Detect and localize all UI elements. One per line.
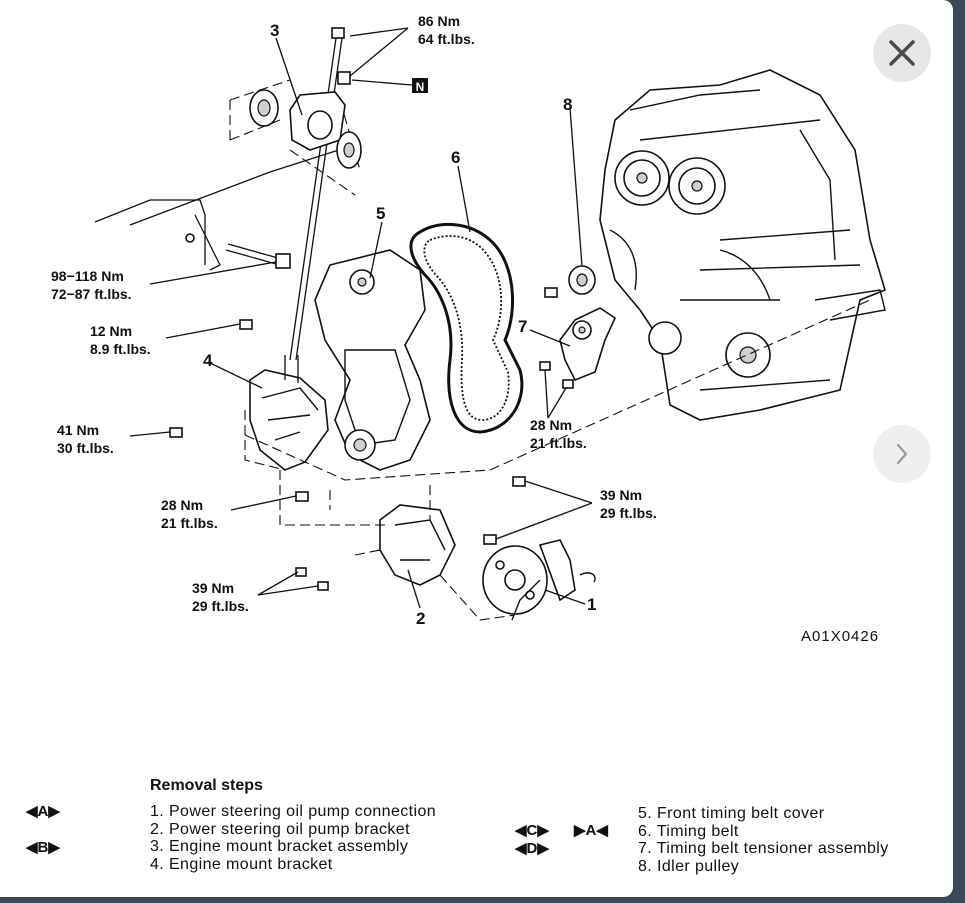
torque-39b-nm: 39 Nm <box>192 580 234 596</box>
callout-8: 8 <box>563 95 572 114</box>
leader-lines <box>129 27 593 609</box>
callout-5: 5 <box>376 204 385 223</box>
step-1: 1. Power steering oil pump connection <box>150 803 437 820</box>
step-5: 5. Front timing belt cover <box>638 805 825 822</box>
chevron-right-icon <box>896 443 908 465</box>
callout-3: 3 <box>270 21 279 40</box>
torque-86-nm: 86 Nm <box>418 13 460 29</box>
callout-2: 2 <box>416 609 425 628</box>
torque-28b-ft: 21 ft.lbs. <box>161 515 218 531</box>
symbol-d: ◀D▶ <box>515 840 549 857</box>
callout-7: 7 <box>518 317 527 336</box>
callout-1: 1 <box>587 595 596 614</box>
torque-98-nm: 98−118 Nm <box>51 268 124 284</box>
torque-39b-ft: 29 ft.lbs. <box>192 598 249 614</box>
torque-28a-nm: 28 Nm <box>530 417 572 433</box>
torque-86-ft: 64 ft.lbs. <box>418 31 475 47</box>
front-timing-belt-cover <box>314 249 431 471</box>
engine-block <box>599 69 886 421</box>
timing-belt <box>409 222 524 434</box>
step-8: 8. Idler pulley <box>638 857 740 875</box>
timing-belt-tensioner <box>539 307 617 389</box>
close-button[interactable] <box>873 24 931 82</box>
power-steering-pump <box>482 539 596 621</box>
step-3: 3. Engine mount bracket assembly <box>150 838 409 855</box>
torque-28a-ft: 21 ft.lbs. <box>530 435 587 451</box>
torque-12-nm: 12 Nm <box>90 323 132 339</box>
torque-39a-nm: 39 Nm <box>600 487 642 503</box>
figure-code: A01X0426 <box>801 628 879 645</box>
idler-pulley <box>544 265 596 298</box>
engine-mount-bracket <box>244 355 329 471</box>
torque-12-ft: 8.9 ft.lbs. <box>90 341 151 357</box>
torque-98-ft: 72−87 ft.lbs. <box>51 286 132 302</box>
engine-mount-bracket-assembly <box>249 89 362 169</box>
removal-steps-title: Removal steps <box>150 777 263 794</box>
symbol-b: ◀B▶ <box>26 839 60 856</box>
assembly-guide-lines <box>244 299 871 621</box>
n-marker: N <box>416 80 425 94</box>
torque-41-nm: 41 Nm <box>57 422 99 438</box>
removal-steps-right: 5. Front timing belt cover 6. Timing bel… <box>638 805 889 875</box>
step-2: 2. Power steering oil pump bracket <box>150 820 410 838</box>
mount-through-bolt <box>185 233 291 269</box>
next-image-button[interactable] <box>873 425 931 483</box>
step-6: 6. Timing belt <box>638 822 739 840</box>
symbol-a: ◀A▶ <box>26 803 60 820</box>
torque-28b-nm: 28 Nm <box>161 497 203 513</box>
power-steering-bracket <box>295 485 456 591</box>
torque-39a-ft: 29 ft.lbs. <box>600 505 657 521</box>
torque-41-ft: 30 ft.lbs. <box>57 440 114 456</box>
step-4: 4. Engine mount bracket <box>150 855 333 873</box>
callout-6: 6 <box>451 148 460 167</box>
step-7: 7. Timing belt tensioner assembly <box>638 840 889 857</box>
symbol-c: ◀C▶ <box>515 822 549 839</box>
removal-steps-left: 1. Power steering oil pump connection 2.… <box>150 803 436 873</box>
callout-4: 4 <box>203 351 213 370</box>
close-icon <box>889 40 915 66</box>
symbol-a-reverse: ▶A◀ <box>574 822 608 839</box>
